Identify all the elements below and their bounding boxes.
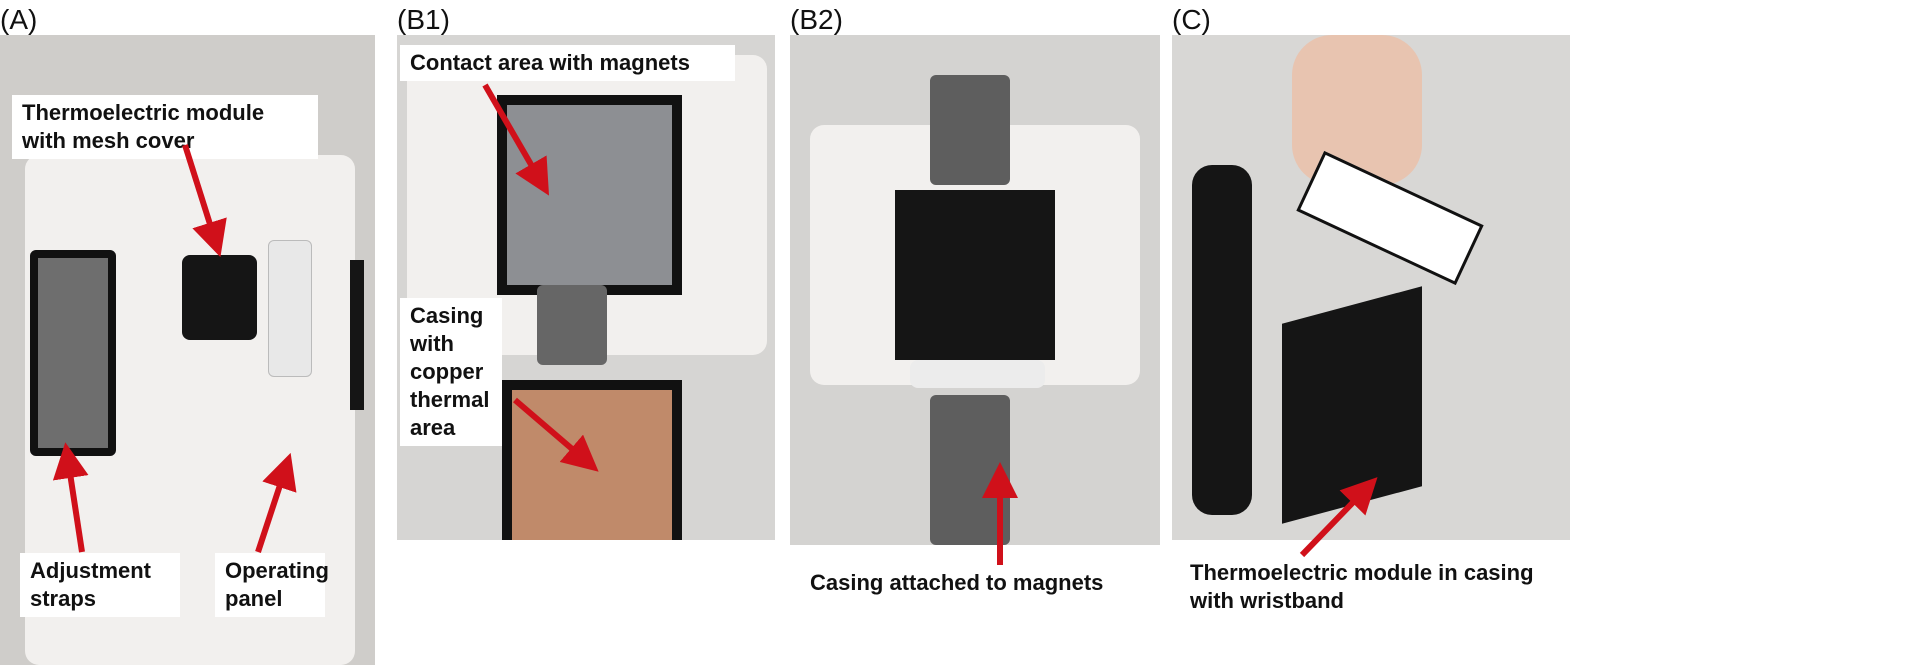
thermoelectric-module: [182, 255, 257, 340]
callout-casing-attached: Casing attached to magnets: [800, 565, 1150, 601]
photo-c: [1172, 35, 1570, 540]
arrow-operating-panel: [255, 452, 297, 553]
callout-module-c: Thermoelectric module in casing with wri…: [1180, 555, 1560, 619]
callout-casing-copper: Casing with copper thermal area: [400, 298, 502, 446]
callout-module-a: Thermoelectric module with mesh cover: [12, 95, 318, 159]
callout-contact-area: Contact area with magnets: [400, 45, 735, 81]
arrow-casing-copper: [513, 397, 599, 472]
arrow-module-c: [1299, 477, 1378, 558]
arrow-straps: [52, 442, 89, 553]
callout-operating-panel: Operating panel: [215, 553, 329, 617]
panel-label-b2: (B2): [790, 4, 843, 35]
panel-label-b1: (B1): [397, 4, 450, 35]
photo-b2: [790, 35, 1160, 545]
panel-label-a: (A): [0, 4, 38, 35]
operating-panel: [268, 240, 312, 377]
panel-label-c: (C): [1172, 4, 1211, 35]
arrow-module-a: [182, 144, 227, 258]
callout-straps: Adjustment straps: [20, 553, 180, 617]
arrow-contact-area: [482, 83, 550, 196]
